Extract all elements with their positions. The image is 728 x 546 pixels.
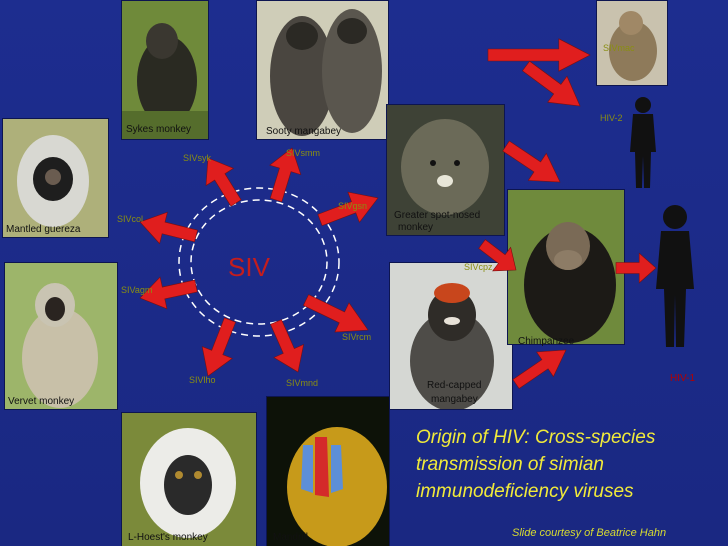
siv-center-label: SIV (228, 252, 270, 283)
slide-credit: Slide courtesy of Beatrice Hahn (512, 527, 666, 539)
title-line-3: immunodeficiency viruses (416, 478, 726, 505)
arrow-sooty-to-hiv2 (522, 61, 580, 106)
tag-hiv2: HIV-2 (600, 113, 623, 123)
tag-sivrcm: SIVrcm (342, 332, 371, 342)
arrow-to-mandrill (271, 320, 304, 372)
tag-sivcol: SIVcol (117, 214, 143, 224)
tag-sivsmm: SIVsmm (286, 148, 320, 158)
arrow-chimp-to-hiv1 (616, 253, 656, 283)
tag-sivcpz: SIVcpz (464, 262, 493, 272)
arrow-to-redcapped (303, 295, 368, 332)
title-line-1: Origin of HIV: Cross-species (416, 424, 726, 451)
arrow-to-chimp-upper (503, 141, 560, 182)
tag-sivgsn: SIVgsn (338, 201, 367, 211)
tag-sivagm: SIVagm (121, 285, 152, 295)
title-line-2: transmission of simian (416, 451, 726, 478)
arrow-sooty-to-macaque (488, 39, 590, 71)
arrow-redcapped-to-chimp (513, 350, 566, 389)
tag-sivsyk: SIVsyk (183, 153, 211, 163)
tag-sivlhoest: SIVlho (189, 375, 216, 385)
arrow-to-sykes (206, 158, 241, 206)
tag-sivmac: SIVmac (603, 43, 635, 53)
tag-sivmnd: SIVmnd (286, 378, 318, 388)
arrow-to-guereza (140, 212, 198, 243)
slide-title: Origin of HIV: Cross-species transmissio… (416, 424, 726, 505)
